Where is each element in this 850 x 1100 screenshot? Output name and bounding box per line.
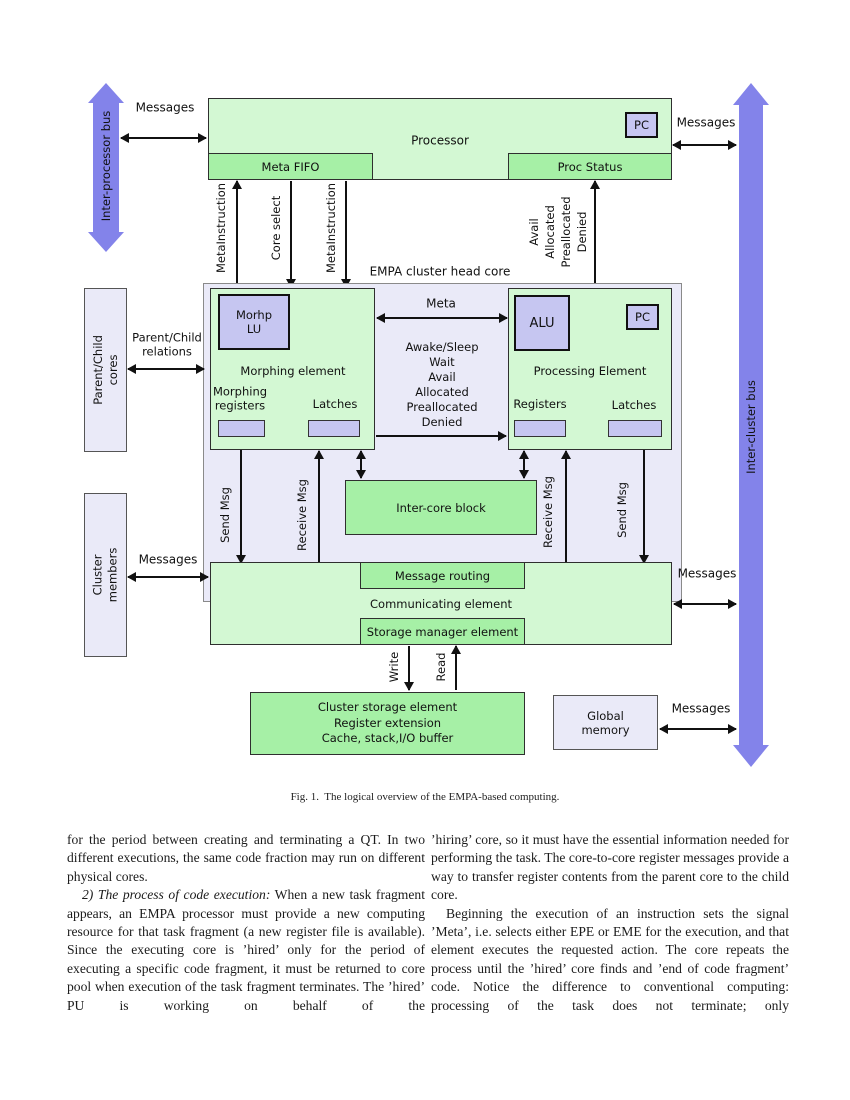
alu-box: ALU <box>514 295 570 351</box>
messages-top-right-arrow <box>672 140 737 150</box>
inter-cluster-bus-label: Inter-cluster bus <box>743 380 758 474</box>
body-column-left: for the period between creating and term… <box>67 831 425 1015</box>
figure-caption: Fig. 1. The logical overview of the EMPA… <box>290 791 560 803</box>
processing-pc-box: PC <box>626 304 659 330</box>
inter-processor-bus-label: Inter-processor bus <box>98 110 113 222</box>
core-select-down-arrow <box>286 181 296 288</box>
messages-top-right-label: Messages <box>676 115 736 130</box>
parent-child-relations-label: Parent/Child relations <box>132 330 202 359</box>
inter-processor-bus-arrow <box>88 83 124 252</box>
preallocated-label: Preallocated <box>558 196 573 268</box>
read-arrow <box>451 645 461 690</box>
parent-child-cores-label: Parent/Child cores <box>90 335 120 405</box>
inter-cluster-bus-arrow <box>733 83 769 767</box>
morphing-element-label: Morphing element <box>240 363 346 378</box>
meta-instruction-up-arrow <box>232 180 242 287</box>
send-msg-left-label: Send Msg <box>217 487 232 543</box>
processing-registers-label: Registers <box>513 396 567 411</box>
morphing-intercore-arrow <box>356 450 366 479</box>
messages-comm-right-label: Messages <box>677 566 737 581</box>
meta-link-arrow <box>376 313 508 323</box>
read-label: Read <box>433 652 448 682</box>
processing-latches-label: Latches <box>611 397 657 412</box>
messages-global-memory-label: Messages <box>671 701 731 716</box>
messages-top-left-arrow <box>120 133 207 143</box>
send-msg-right-label: Send Msg <box>614 482 629 538</box>
cluster-members-label: Cluster members <box>90 547 120 603</box>
proc-status-box: Proc Status <box>508 153 672 180</box>
cluster-storage-label: Cluster storage element Register extensi… <box>317 700 458 746</box>
receive-msg-left-label: Receive Msg <box>294 479 309 551</box>
message-routing-label: Message routing <box>394 568 491 583</box>
avail-label: Avail <box>526 218 541 246</box>
message-routing-box: Message routing <box>360 562 525 589</box>
storage-manager-label: Storage manager element <box>366 624 519 639</box>
messages-comm-right-arrow <box>673 599 737 609</box>
meta-fifo-box: Meta FIFO <box>208 153 373 180</box>
proc-status-label: Proc Status <box>557 159 623 174</box>
cluster-storage-box: Cluster storage element Register extensi… <box>250 692 525 755</box>
morphing-registers-cell <box>218 420 265 437</box>
inter-core-block-label: Inter-core block <box>396 500 486 515</box>
body-paragraph: for the period between creating and term… <box>67 832 425 884</box>
cluster-members-box: Cluster members <box>84 493 127 657</box>
write-label: Write <box>386 651 401 683</box>
parent-child-relations-arrow <box>127 364 205 374</box>
processor-label: Processor <box>411 133 469 148</box>
allocated-label: Allocated <box>542 205 557 259</box>
messages-cluster-members-arrow <box>127 572 209 582</box>
meta-link-label: Meta <box>426 296 456 311</box>
meta-instruction-left-label: MetaInstruction <box>213 182 228 274</box>
proc-status-up-arrow <box>590 180 600 287</box>
messages-cluster-members-label: Messages <box>138 552 198 567</box>
status-signals-label: Awake/Sleep Wait Avail Allocated Preallo… <box>405 340 479 429</box>
core-select-label: Core select <box>268 195 283 261</box>
global-memory-label: Global memory <box>581 708 630 737</box>
body-paragraph: Beginning the execution of an instructio… <box>431 905 789 1013</box>
body-paragraph: 2) The process of code execution: When a… <box>67 886 425 1015</box>
meta-instruction-down-arrow <box>341 181 351 288</box>
inter-core-block-box: Inter-core block <box>345 480 537 535</box>
send-msg-right-arrow <box>639 450 649 564</box>
processing-intercore-arrow <box>519 450 529 479</box>
processing-element-label: Processing Element <box>533 363 647 378</box>
parent-child-cores-box: Parent/Child cores <box>84 288 127 452</box>
denied-label: Denied <box>574 211 589 253</box>
morph-lu-label: Morhp LU <box>235 308 273 336</box>
paragraph-lead-italic: 2) The process of code execution: <box>82 887 271 903</box>
paragraph-rest: When a new task fragment appears, an EMP… <box>67 887 425 1013</box>
send-msg-left-arrow <box>236 450 246 564</box>
processing-latches-cell <box>608 420 662 437</box>
status-signals-arrow <box>376 431 507 441</box>
meta-instruction-right-label: MetaInstruction <box>323 182 338 274</box>
communicating-element-label: Communicating element <box>370 596 512 611</box>
processing-pc-label: PC <box>635 310 650 324</box>
messages-global-memory-arrow <box>659 724 737 734</box>
body-paragraph: ’hiring’ core, so it must have the essen… <box>431 832 789 903</box>
processor-pc-box: PC <box>625 112 658 138</box>
receive-msg-right-arrow <box>561 450 571 564</box>
processor-pc-label: PC <box>634 118 649 132</box>
morphing-latches-cell <box>308 420 360 437</box>
receive-msg-left-arrow <box>314 450 324 564</box>
body-column-right: ’hiring’ core, so it must have the essen… <box>431 831 789 1015</box>
processing-registers-cell <box>514 420 566 437</box>
receive-msg-right-label: Receive Msg <box>540 476 555 548</box>
storage-manager-box: Storage manager element <box>360 618 525 645</box>
morph-lu-box: Morhp LU <box>218 294 290 350</box>
messages-top-left-label: Messages <box>135 100 195 115</box>
global-memory-box: Global memory <box>553 695 658 750</box>
alu-label: ALU <box>529 315 555 331</box>
cluster-title-label: EMPA cluster head core <box>369 264 511 279</box>
morphing-latches-label: Latches <box>312 396 358 411</box>
write-arrow <box>404 646 414 691</box>
morphing-registers-label: Morphing registers <box>212 384 268 413</box>
meta-fifo-label: Meta FIFO <box>261 159 320 174</box>
